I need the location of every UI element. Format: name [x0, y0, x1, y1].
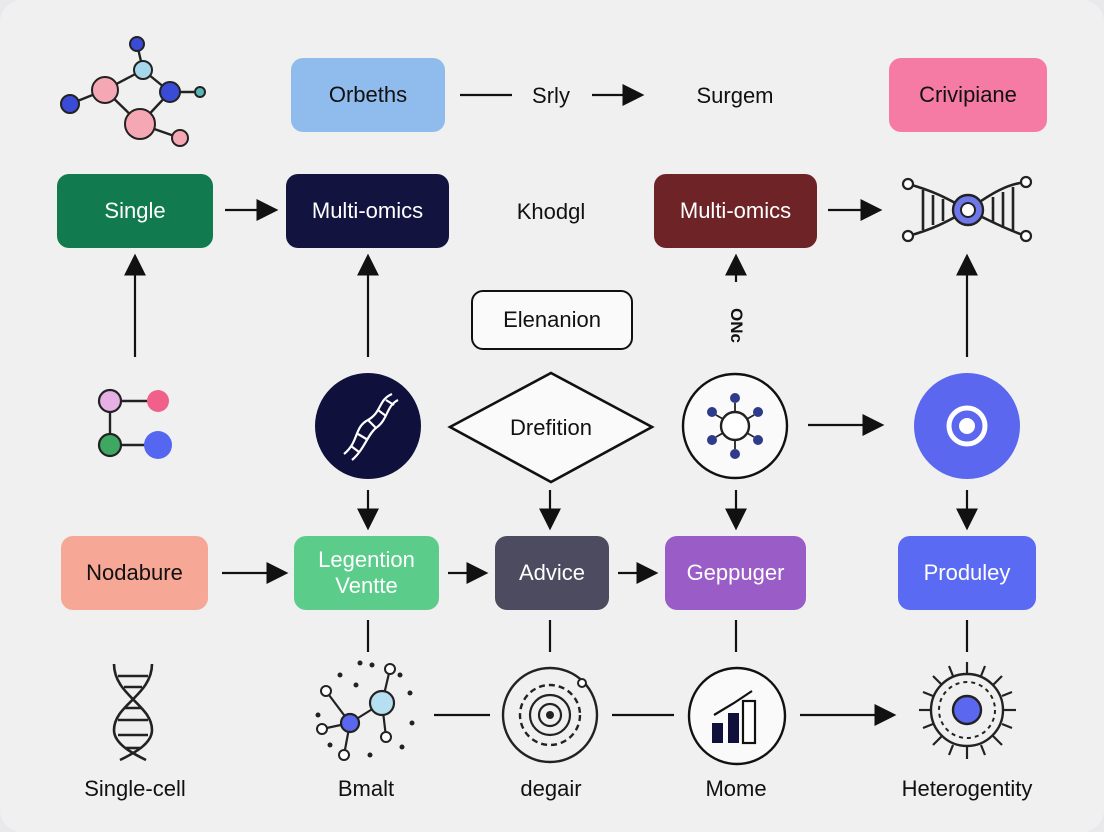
label-heterogentity: Heterogentity: [901, 776, 1033, 801]
node-nodabure-label: Nodabure: [86, 560, 183, 585]
target-circle-icon: [914, 373, 1020, 479]
node-nodabure: Nodabure: [61, 536, 208, 610]
label-degair: degair: [520, 776, 582, 801]
bar-chart-circle-icon: [687, 666, 787, 766]
node-multi-omics-1-label: Multi-omics: [311, 198, 424, 223]
node-legention-ventte: Legention Ventte: [294, 536, 439, 610]
node-geppuger: Geppuger: [665, 536, 806, 610]
node-produley-label: Produley: [923, 560, 1011, 585]
scatter-network-icon: [315, 660, 415, 761]
node-legention-line2: Ventte: [335, 573, 398, 598]
node-surgem: Surgem: [696, 83, 774, 108]
node-elenanion: Elenanion: [471, 290, 633, 350]
node-produley: Produley: [898, 536, 1036, 610]
node-crivipiane: Crivipiane: [889, 58, 1047, 132]
node-single-label: Single: [104, 198, 166, 223]
node-multi-omics-2: Multi-omics: [654, 174, 817, 248]
node-khodgl: Khodgl: [516, 199, 586, 224]
label-bmalt: Bmalt: [337, 776, 395, 801]
node-geppuger-label: Geppuger: [686, 560, 785, 585]
node-multi-omics-1: Multi-omics: [286, 174, 449, 248]
node-elenanion-label: Elenanion: [503, 307, 601, 332]
dna-helix-circle-icon: [315, 373, 421, 479]
vertical-onc-text: ONc: [727, 307, 746, 343]
dna-helix-icon: [112, 663, 154, 762]
node-advice: Advice: [495, 536, 609, 610]
node-advice-label: Advice: [518, 560, 586, 585]
node-graph-icon: [97, 388, 172, 459]
node-legention-line1: Legention: [318, 547, 415, 572]
node-orbeths: Orbeths: [291, 58, 445, 132]
label-mome: Mome: [705, 776, 767, 801]
gear-cell-icon: [501, 666, 599, 764]
molecule-network-icon: [60, 36, 206, 147]
hub-network-circle-icon: [681, 372, 789, 480]
virus-cell-icon: [919, 662, 1016, 759]
dna-crossover-icon: [901, 175, 1033, 243]
node-orbeths-label: Orbeths: [328, 82, 408, 107]
node-crivipiane-label: Crivipiane: [919, 82, 1017, 107]
label-single-cell: Single-cell: [84, 776, 186, 801]
node-drefition: Drefition: [510, 415, 592, 440]
node-single: Single: [57, 174, 213, 248]
node-multi-omics-2-label: Multi-omics: [679, 198, 792, 223]
drefition-diamond: [447, 371, 655, 484]
node-srly: Srly: [532, 83, 570, 108]
